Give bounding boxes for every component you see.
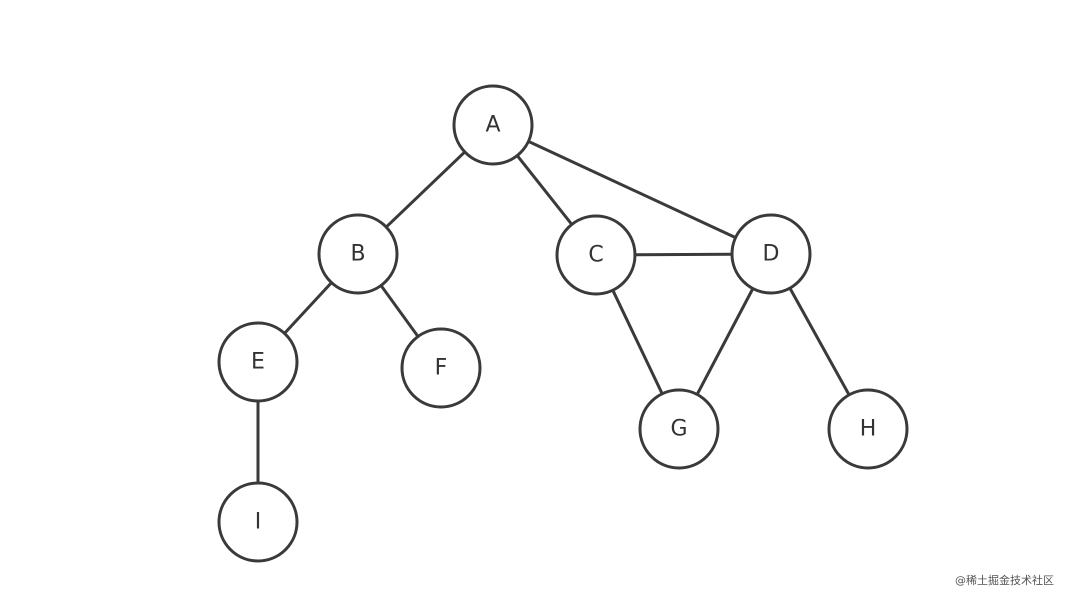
edge-a-d — [526, 139, 738, 240]
node-b: B — [317, 213, 399, 295]
node-circle — [827, 388, 909, 470]
node-d: D — [730, 213, 812, 295]
node-label: A — [485, 113, 500, 138]
node-e: E — [217, 321, 299, 403]
node-circle — [555, 214, 637, 296]
edges-layer — [256, 139, 851, 485]
node-label: H — [860, 417, 877, 442]
node-circle — [217, 481, 299, 563]
edge-d-h — [788, 286, 851, 397]
node-circle — [400, 327, 482, 409]
node-label: I — [255, 510, 262, 535]
edge-a-b — [384, 150, 467, 229]
node-label: F — [435, 356, 448, 381]
node-label: G — [670, 417, 687, 442]
node-circle — [217, 321, 299, 403]
node-h: H — [827, 388, 909, 470]
edge-b-f — [379, 284, 420, 338]
edge-d-g — [695, 287, 755, 396]
edge-c-g — [611, 288, 664, 396]
node-circle — [452, 84, 534, 166]
node-label: D — [763, 242, 780, 267]
node-c: C — [555, 214, 637, 296]
edge-c-d — [633, 252, 734, 257]
node-f: F — [400, 327, 482, 409]
node-label: C — [588, 243, 603, 268]
node-a: A — [452, 84, 534, 166]
node-circle — [730, 213, 812, 295]
node-i: I — [217, 481, 299, 563]
node-circle — [317, 213, 399, 295]
node-label: B — [350, 242, 365, 267]
watermark: @稀土掘金技术社区 — [955, 574, 1054, 587]
node-g: G — [638, 388, 720, 470]
nodes-layer: A B C D E F G H I — [217, 84, 909, 563]
edge-a-c — [515, 154, 574, 226]
edge-b-e — [283, 281, 333, 335]
node-circle — [638, 388, 720, 470]
node-label: E — [251, 350, 265, 375]
